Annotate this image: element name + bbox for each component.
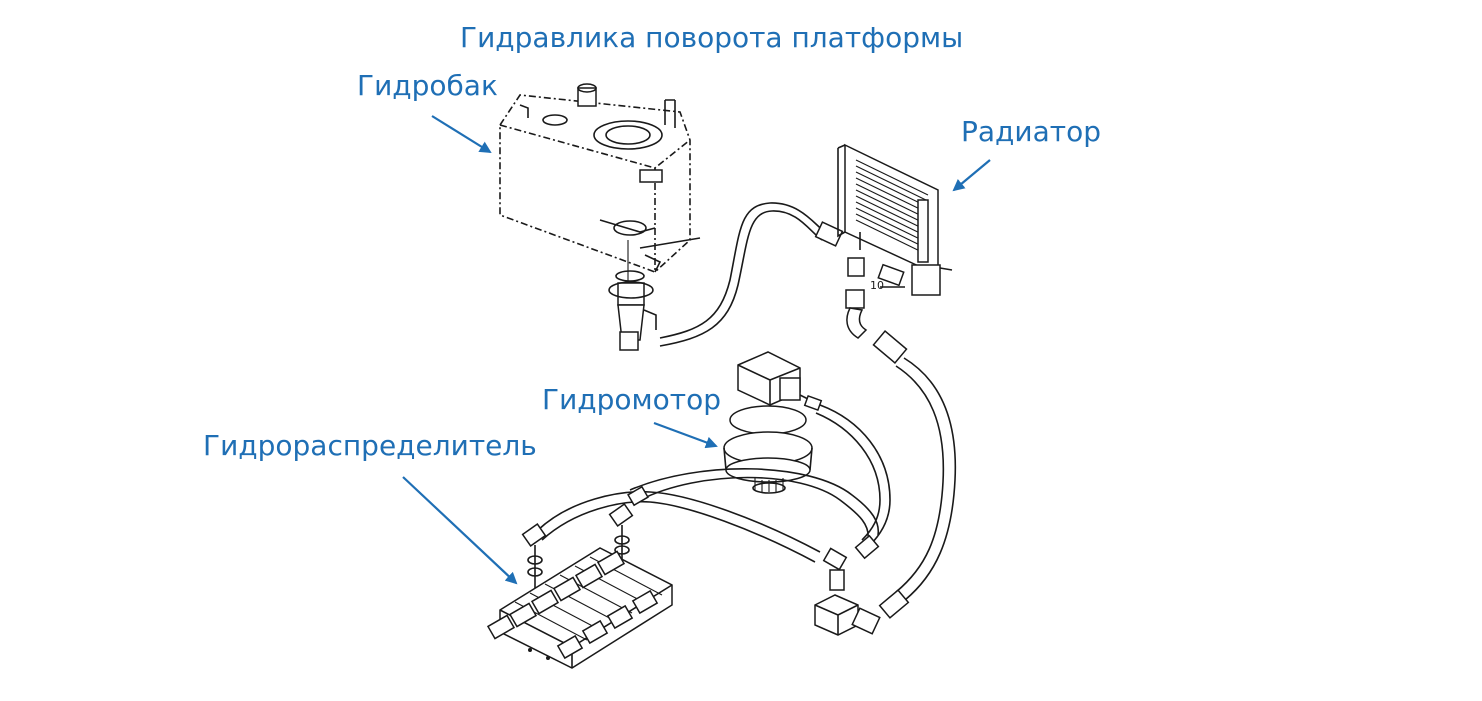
label-motor: Гидромотор (542, 383, 722, 416)
label-tank: Гидробак (357, 69, 498, 102)
hoses-motor-distributor (521, 404, 891, 590)
label-radiator: Радиатор (961, 115, 1101, 148)
callout-arrows (402, 115, 991, 585)
arrow-distributor (402, 476, 518, 585)
arrow-radiator (952, 159, 991, 192)
hydraulic-motor (723, 351, 823, 494)
arrow-motor (653, 421, 718, 449)
hydraulic-tank (499, 83, 701, 351)
label-distributor: Гидрораспределитель (203, 429, 537, 462)
valve-block (814, 569, 881, 636)
hose-radiator-valve (872, 330, 957, 619)
hydraulic-distributor (486, 547, 673, 669)
hose-tank-radiator (659, 202, 844, 347)
part-number: 10 (870, 279, 884, 292)
radiator (837, 143, 953, 339)
arrow-tank (431, 115, 492, 154)
diagram-title: Гидравлика поворота платформы (460, 21, 964, 54)
